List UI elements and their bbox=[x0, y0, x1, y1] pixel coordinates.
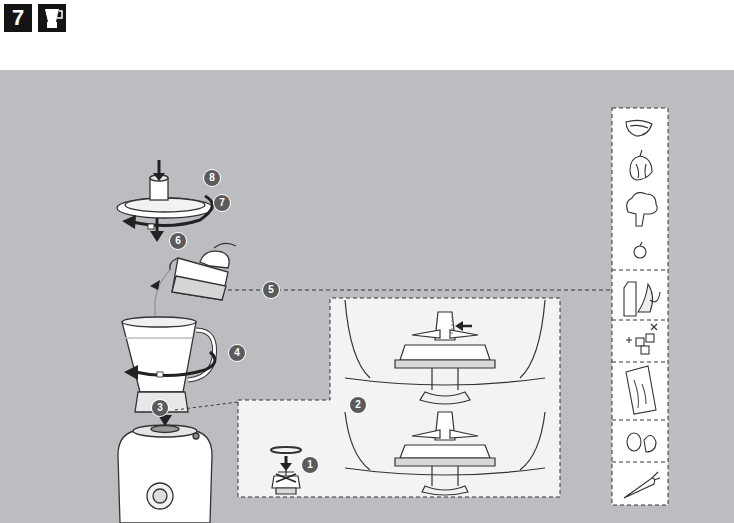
jar-icon bbox=[57, 11, 62, 18]
blade-assembly bbox=[345, 300, 545, 404]
detail-inset bbox=[238, 298, 560, 497]
blender-jar bbox=[122, 317, 215, 412]
motor-base bbox=[118, 425, 212, 523]
ingredient-icons bbox=[626, 120, 652, 136]
pouring-pitcher bbox=[155, 270, 170, 316]
blade-assembly bbox=[345, 378, 545, 385]
ingredient-panel bbox=[612, 270, 668, 462]
ingredient-icons bbox=[624, 478, 655, 498]
motor-base bbox=[153, 489, 167, 503]
ingredient-icons bbox=[627, 193, 657, 226]
ingredient-icons bbox=[626, 324, 657, 343]
ingredient-icons bbox=[636, 150, 646, 178]
ingredient-icons bbox=[636, 338, 644, 346]
rotate-arrow bbox=[132, 196, 212, 226]
rotate-arrow bbox=[124, 365, 138, 380]
callout-number: 5 bbox=[263, 282, 279, 298]
pouring-pitcher bbox=[214, 243, 236, 248]
blade-unit-small bbox=[276, 488, 296, 494]
blender-jar bbox=[122, 322, 196, 392]
rotate-arrow bbox=[124, 352, 215, 380]
blade-unit-small bbox=[276, 474, 296, 482]
blade-assembly bbox=[451, 316, 452, 336]
callout-number: 3 bbox=[152, 400, 168, 416]
ingredient-panel bbox=[612, 108, 668, 505]
blade-assembly bbox=[345, 300, 545, 378]
ingredient-icons bbox=[626, 366, 656, 414]
ingredient-icons bbox=[650, 292, 660, 302]
rotate-arrow bbox=[135, 352, 215, 376]
ingredient-icons bbox=[627, 433, 641, 451]
down-arrow bbox=[158, 415, 172, 426]
rotate-arrow bbox=[157, 372, 163, 377]
leader-line bbox=[228, 290, 612, 291]
blade-assembly bbox=[400, 345, 490, 360]
ingredient-icons bbox=[624, 282, 636, 316]
motor-base bbox=[133, 425, 197, 437]
blade-assembly bbox=[420, 392, 470, 404]
ingredient-icons bbox=[644, 435, 656, 452]
ingredient-icons bbox=[630, 156, 652, 180]
down-arrow bbox=[153, 173, 165, 181]
blade-assembly bbox=[345, 412, 545, 495]
blade-assembly bbox=[345, 468, 545, 475]
pouring-pitcher bbox=[150, 280, 160, 290]
rotate-arrow bbox=[122, 196, 212, 229]
blade-assembly bbox=[455, 321, 463, 331]
jar-lid bbox=[117, 198, 213, 218]
ingredient-panel bbox=[612, 108, 668, 505]
jar-icon bbox=[38, 4, 66, 32]
blender-jar bbox=[125, 337, 192, 338]
pouring-pitcher bbox=[170, 258, 178, 270]
callout-number: 8 bbox=[204, 170, 220, 186]
ingredient-icons bbox=[624, 120, 660, 498]
down-arrow bbox=[150, 231, 164, 242]
blade-unit-small bbox=[271, 447, 301, 494]
callout-number: 7 bbox=[214, 195, 230, 211]
ingredient-icons bbox=[634, 246, 646, 258]
blade-assembly bbox=[422, 486, 468, 495]
blender-jar bbox=[122, 317, 196, 327]
callout-number: 6 bbox=[170, 233, 186, 249]
background-panel bbox=[0, 70, 734, 523]
blade-assembly bbox=[395, 458, 495, 466]
blade-assembly bbox=[345, 412, 545, 470]
callout-number: 1 bbox=[302, 457, 318, 473]
ingredient-icons bbox=[630, 125, 648, 128]
ingredient-icons bbox=[646, 334, 654, 342]
down-arrow bbox=[150, 160, 165, 242]
blade-assembly bbox=[432, 368, 458, 390]
blade-unit-small bbox=[271, 447, 301, 453]
rotate-arrow bbox=[148, 224, 154, 229]
motor-base bbox=[147, 483, 173, 509]
pouring-pitcher bbox=[200, 251, 229, 268]
blade-assembly bbox=[412, 330, 478, 338]
motor-base bbox=[151, 426, 179, 433]
step-number: 7 bbox=[4, 4, 32, 32]
ingredient-icons bbox=[652, 472, 660, 480]
motor-base bbox=[193, 433, 199, 439]
leader-line bbox=[175, 402, 238, 410]
ingredient-icons bbox=[638, 284, 653, 312]
blade-assembly bbox=[412, 430, 478, 438]
jar-icon bbox=[38, 4, 66, 32]
jar-icon bbox=[47, 22, 57, 28]
callout-number: 2 bbox=[350, 397, 366, 413]
pouring-pitcher bbox=[150, 243, 236, 316]
blade-assembly bbox=[395, 360, 495, 368]
rotate-arrow bbox=[122, 215, 136, 229]
blade-assembly bbox=[400, 445, 490, 458]
ingredient-icons bbox=[641, 346, 649, 354]
jar-icon bbox=[45, 9, 59, 22]
motor-base bbox=[118, 430, 212, 523]
callout-number: 4 bbox=[229, 345, 245, 361]
ingredient-icons bbox=[634, 380, 646, 408]
pouring-pitcher bbox=[172, 276, 226, 300]
blade-assembly bbox=[432, 466, 458, 486]
ingredient-icons bbox=[640, 242, 642, 246]
blade-unit-small bbox=[278, 466, 294, 476]
